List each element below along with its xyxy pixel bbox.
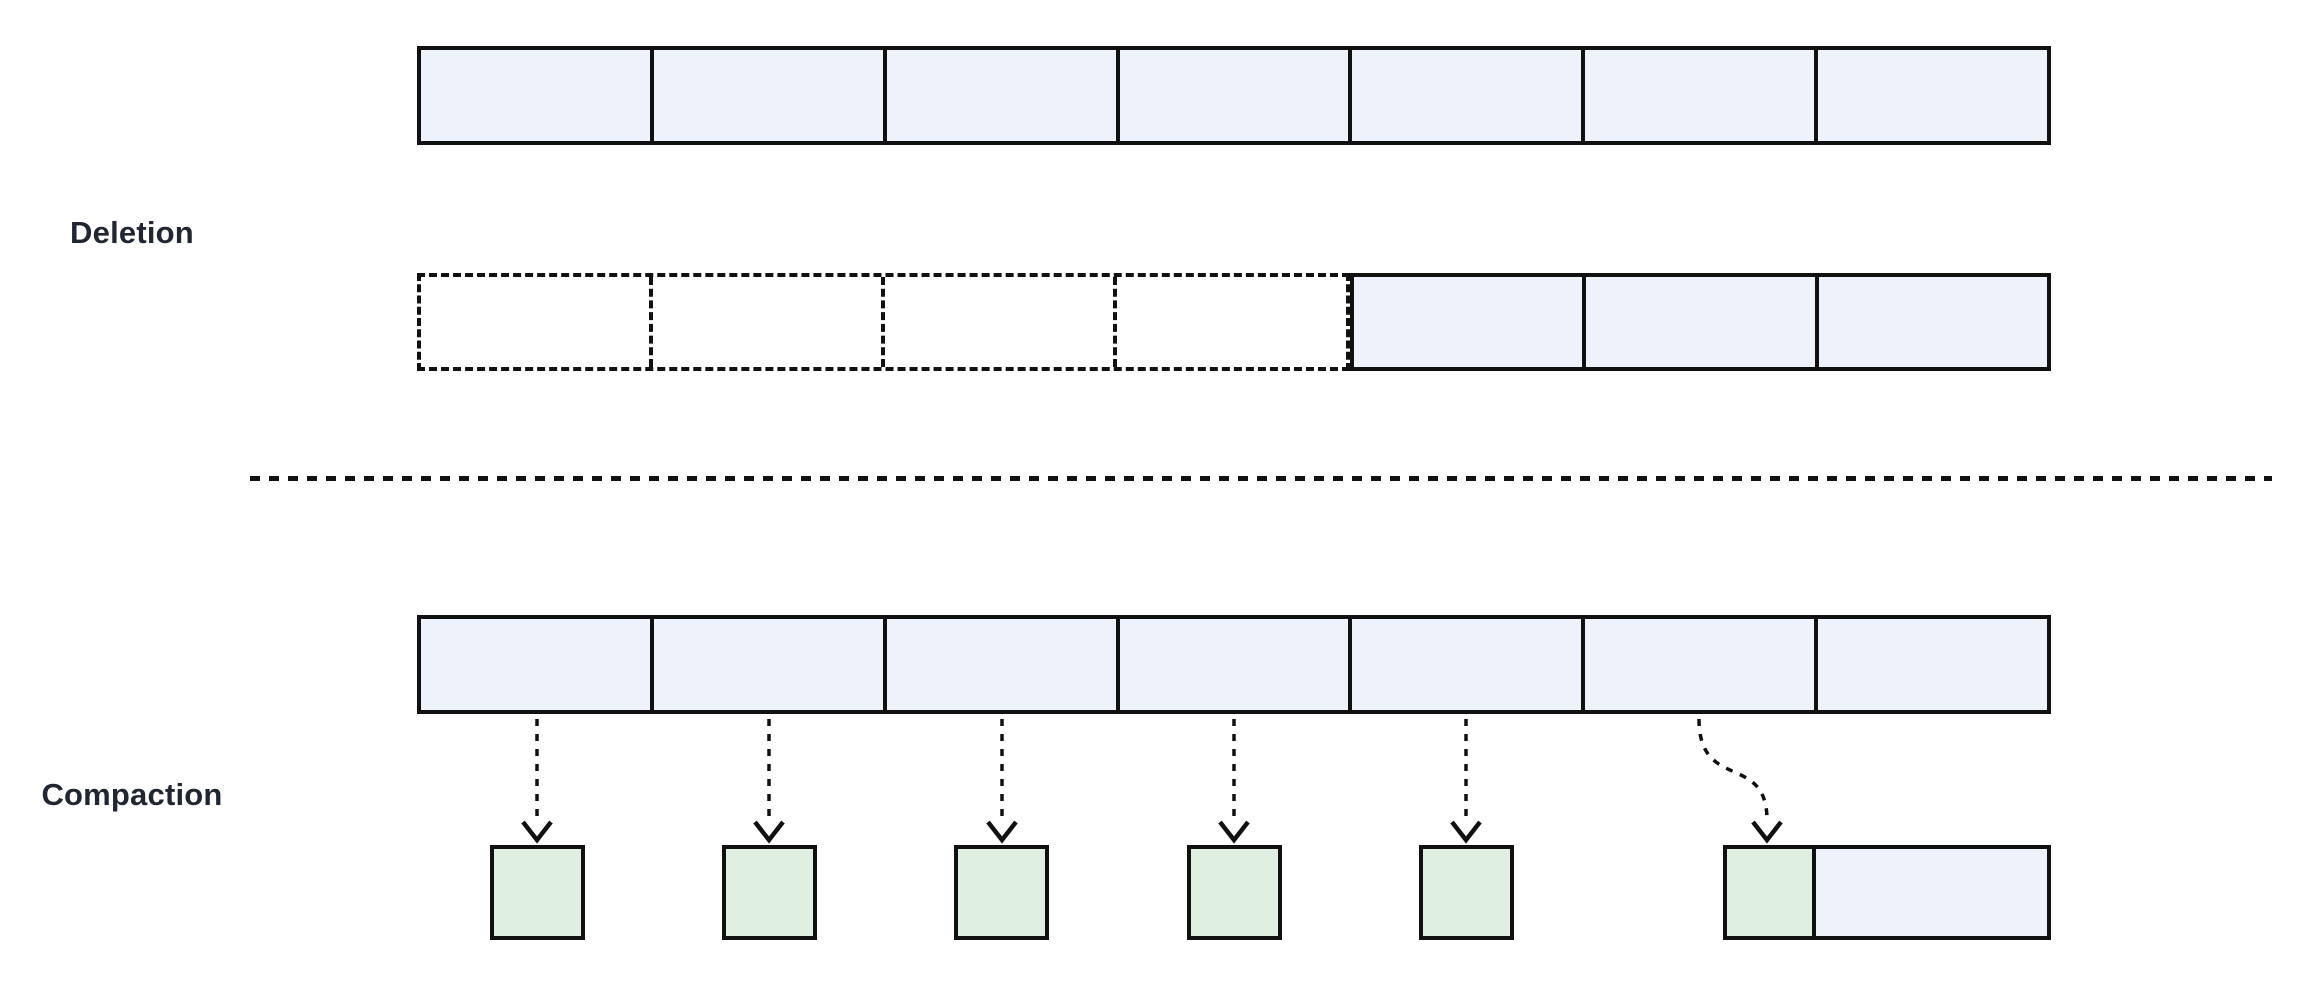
compacted-block [1187,845,1282,940]
deleted-cell [421,277,650,367]
deletion-result-segment-row [417,273,2051,371]
deletion-section-label: Deletion [70,215,194,250]
segment-cell [1814,50,2048,141]
compacted-block [954,845,1049,940]
section-divider-dashed-line [250,476,2272,481]
segment-cell [1581,50,1815,141]
segment-cell [1348,619,1582,710]
segment-cell [882,619,1116,710]
segment-cell [1353,277,1583,367]
segment-cell [1814,277,2047,367]
arrowhead-icon [1218,820,1250,844]
arrowhead-icon [521,820,553,844]
remaining-cells-group [1349,273,2051,371]
segment-cell [1581,619,1815,710]
compacted-segment-with-leftover [1723,845,2051,940]
compaction-section-label: Compaction [41,777,223,812]
segment-cell [421,50,650,141]
segment-cell [649,619,883,710]
segment-cell [649,50,883,141]
arrowhead-icon [986,820,1018,844]
segment-cell [421,619,650,710]
segment-cell [1348,50,1582,141]
deleted-cell [881,277,1114,367]
arrowhead-icon [1450,820,1482,844]
segment-cell [882,50,1116,141]
compacted-block-merged [1727,849,1816,936]
deleted-cells-group [417,273,1350,371]
compaction-source-segment-row [417,615,2051,714]
arrowhead-icon [1751,820,1783,844]
arrowhead-icon [753,820,785,844]
segment-cell [1814,619,2048,710]
segment-cell [1582,277,1815,367]
segment-cell [1115,619,1349,710]
deletion-original-segment-row [417,46,2051,145]
deleted-cell [1113,277,1346,367]
compacted-block [490,845,585,940]
curved-dashed-arrow-icon [1697,718,1769,821]
leftover-segment-cell [1816,849,2047,936]
segment-cell [1115,50,1349,141]
compacted-block [722,845,817,940]
deleted-cell [649,277,882,367]
compacted-block [1419,845,1514,940]
